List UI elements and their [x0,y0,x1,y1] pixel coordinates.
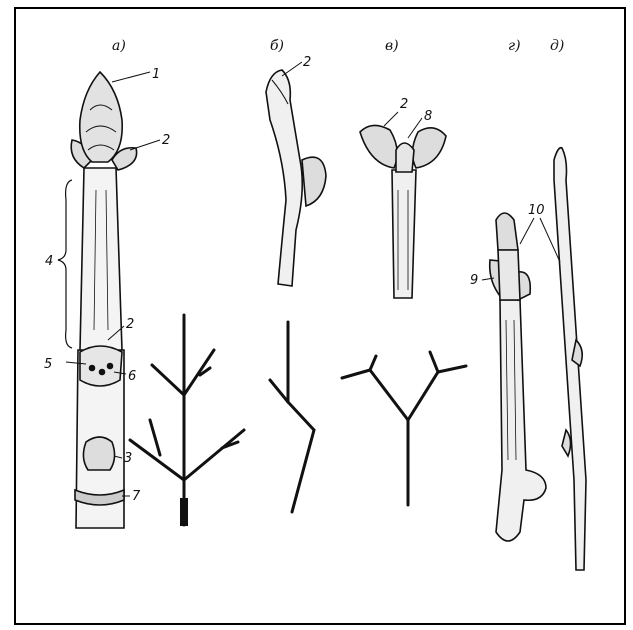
callout-1: 1 [152,67,160,82]
callout-7: 7 [132,489,141,504]
branching-scheme-a-base [180,498,188,526]
callout-4: 4 [45,254,53,269]
callout-5: 5 [44,357,52,372]
panel-label-g: г) [508,38,521,54]
callout-2-a-top: 2 [162,133,170,148]
callout-9: 9 [470,273,478,288]
callout-10: 10 [528,203,545,218]
callout-2-b: 2 [303,55,311,70]
panel-label-a: а) [112,38,126,54]
panel-label-v: в) [385,38,399,54]
panel-label-b: б) [270,38,284,54]
callout-3: 3 [124,451,132,466]
callout-2-v: 2 [400,97,408,112]
panel-label-d: д) [550,38,564,54]
callout-6: 6 [128,369,136,384]
callout-2-a-mid: 2 [126,317,134,332]
callout-8: 8 [424,109,432,124]
